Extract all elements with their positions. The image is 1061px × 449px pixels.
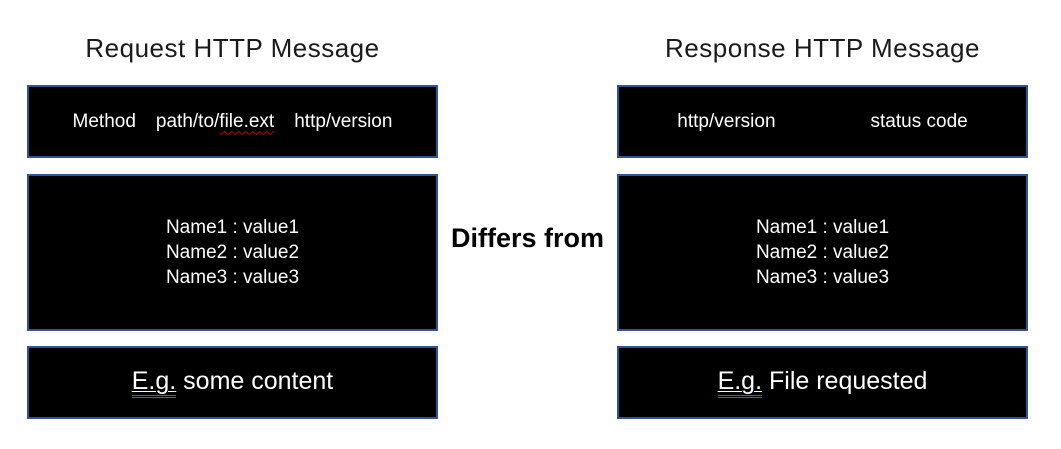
response-status-label: status code <box>870 110 968 132</box>
request-body-content: some content <box>176 366 334 395</box>
response-title: Response HTTP Message <box>665 33 980 63</box>
request-path-label: path/to/file.ext <box>156 111 274 133</box>
response-body-text: E.g. File requested <box>717 366 928 399</box>
request-eg-grammar: E.g. <box>131 368 177 399</box>
request-version-label: http/version <box>294 110 393 132</box>
request-file-misspelled: file.ext <box>219 110 275 132</box>
request-header-line-1: Name1 : value1 <box>165 217 300 238</box>
request-header-line-3: Name3 : value3 <box>165 267 300 288</box>
request-body-text: E.g. some content <box>131 366 334 399</box>
differs-from-label: Differs from <box>450 223 605 253</box>
response-header-line-1: Name1 : value1 <box>755 217 890 238</box>
request-method-label: Method <box>72 110 136 132</box>
response-body-content: File requested <box>762 366 928 395</box>
request-header-line-2: Name2 : value2 <box>165 242 300 263</box>
response-eg-grammar: E.g. <box>717 368 763 399</box>
request-start-line-box: Method path/to/file.ext http/version <box>27 85 438 158</box>
request-path-prefix: path/to/ <box>155 110 220 132</box>
response-version-label: http/version <box>677 110 776 132</box>
response-headers-box: Name1 : value1 Name2 : value2 Name3 : va… <box>617 174 1028 331</box>
response-header-line-2: Name2 : value2 <box>755 242 890 263</box>
request-body-box: E.g. some content <box>27 346 438 419</box>
response-header-line-3: Name3 : value3 <box>755 267 890 288</box>
request-title: Request HTTP Message <box>85 33 380 63</box>
response-body-box: E.g. File requested <box>617 346 1028 419</box>
request-headers-box: Name1 : value1 Name2 : value2 Name3 : va… <box>27 174 438 331</box>
response-start-line-box: http/version status code <box>617 85 1028 158</box>
